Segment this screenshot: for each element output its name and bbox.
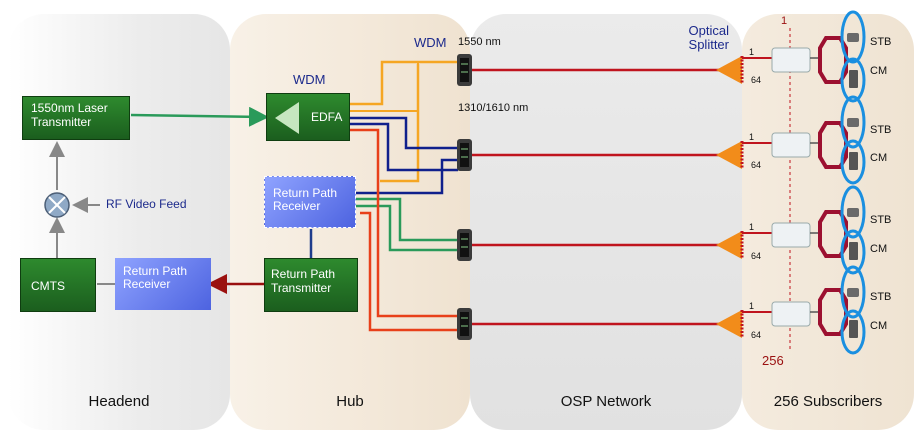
stb-label: STB bbox=[870, 124, 892, 136]
subscriber-row-4 bbox=[742, 265, 866, 355]
fiber-orange-2 bbox=[380, 64, 420, 183]
cm-label: CM bbox=[870, 243, 888, 255]
cm-ellipse bbox=[840, 57, 866, 103]
optical-splitter-4 bbox=[716, 310, 744, 338]
stb-label: STB bbox=[870, 36, 892, 48]
headend-panel bbox=[8, 14, 230, 430]
port-last-label: 64 bbox=[751, 251, 762, 261]
hub-return-receiver-label: Return Path Receiver bbox=[273, 186, 338, 213]
hub-return-receiver-box[interactable]: Return Path Receiver bbox=[264, 176, 356, 228]
stb-ellipse bbox=[840, 10, 866, 64]
rf-video-feed-label: RF Video Feed bbox=[106, 197, 187, 211]
cm-label: CM bbox=[870, 152, 888, 164]
fiber-orange-1 bbox=[350, 60, 458, 106]
fiber-navy-3 bbox=[355, 158, 458, 195]
port-first-label: 1 bbox=[749, 47, 755, 57]
ont-device-icon bbox=[771, 47, 811, 73]
osp-network-label: OSP Network bbox=[560, 393, 652, 410]
port-last-label: 64 bbox=[751, 75, 762, 85]
optical-splitter-3 bbox=[716, 231, 744, 259]
headend-return-receiver-label: Return Path Receiver bbox=[123, 264, 188, 291]
subscriber-row-1 bbox=[742, 10, 866, 103]
hub-label: Hub bbox=[336, 393, 364, 410]
fiber-redorange-1 bbox=[350, 128, 458, 318]
fiber-navy-1 bbox=[350, 116, 458, 150]
port-last-label: 64 bbox=[751, 160, 762, 170]
port-first-label: 1 bbox=[749, 301, 755, 311]
edfa-box[interactable]: EDFA bbox=[266, 93, 350, 141]
edfa-label: EDFA bbox=[311, 110, 343, 124]
lambda-down-label: 1550 nm bbox=[458, 36, 501, 48]
optical-splitter-2 bbox=[716, 141, 744, 169]
laser-transmitter-label: 1550nm Laser Transmitter bbox=[31, 101, 108, 129]
optical-splitter-1 bbox=[716, 56, 744, 84]
stb-device-icon bbox=[847, 33, 859, 42]
fiber-green-2 bbox=[355, 204, 458, 252]
subscriber-row-2 bbox=[742, 95, 866, 185]
subscriber-index-last: 256 bbox=[762, 353, 784, 368]
amplifier-icon bbox=[275, 102, 299, 134]
return-transmitter-box[interactable]: Return Path Transmitter bbox=[264, 258, 358, 312]
wdm-connector-1 bbox=[457, 54, 472, 86]
cm-label: CM bbox=[870, 65, 888, 77]
osp-wdm-label: WDM bbox=[414, 35, 447, 50]
port-last-label: 64 bbox=[751, 330, 762, 340]
subscribers-label: 256 Subscribers bbox=[773, 393, 883, 410]
stb-label: STB bbox=[870, 214, 892, 226]
port-first-label: 1 bbox=[749, 132, 755, 142]
wdm-connector-4 bbox=[457, 308, 472, 340]
wdm-connector-3 bbox=[457, 229, 472, 261]
osp-network-panel bbox=[470, 14, 742, 430]
subscriber-row-3 bbox=[742, 185, 866, 275]
hub-wdm-label: WDM bbox=[293, 72, 326, 87]
laser-transmitter-box[interactable]: 1550nm Laser Transmitter bbox=[22, 96, 130, 140]
cm-device-icon bbox=[849, 70, 858, 88]
rf-combiner-icon bbox=[44, 192, 70, 218]
fiber-navy-2 bbox=[350, 122, 458, 172]
cmts-box[interactable]: CMTS bbox=[20, 258, 96, 312]
subscriber-index-first: 1 bbox=[781, 15, 788, 27]
port-first-label: 1 bbox=[749, 222, 755, 232]
cm-label: CM bbox=[870, 320, 888, 332]
headend-label: Headend bbox=[88, 393, 150, 410]
wdm-connector-2 bbox=[457, 139, 472, 171]
optical-splitter-label: Optical Splitter bbox=[688, 23, 729, 52]
return-transmitter-label: Return Path Transmitter bbox=[271, 267, 336, 295]
headend-return-receiver-box[interactable]: Return Path Receiver bbox=[115, 258, 211, 310]
fiber-redorange-2 bbox=[360, 211, 458, 332]
stb-label: STB bbox=[870, 291, 892, 303]
cmts-label: CMTS bbox=[31, 279, 65, 293]
lambda-up-label: 1310/1610 nm bbox=[458, 102, 529, 114]
laser-to-edfa-fiber bbox=[130, 106, 269, 127]
